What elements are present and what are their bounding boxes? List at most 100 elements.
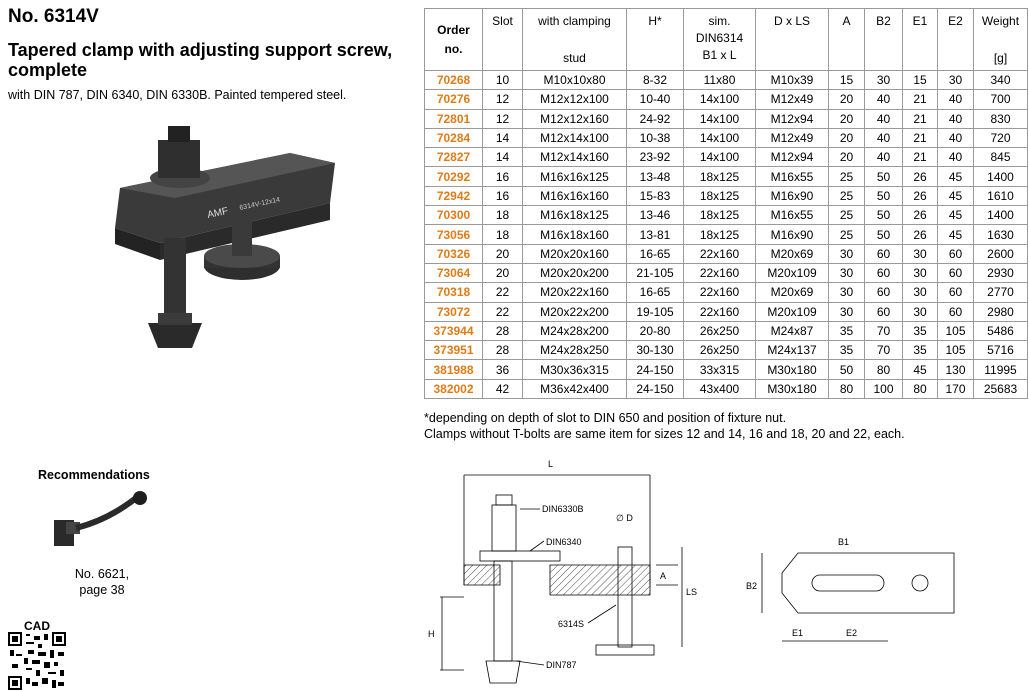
cell-b2: 40 bbox=[864, 127, 903, 149]
cell-order-no[interactable]: 382002 bbox=[424, 378, 483, 400]
cell-d-ls: M24x87 bbox=[755, 320, 829, 342]
cell-d-ls: M16x55 bbox=[755, 166, 829, 187]
cell-order-no[interactable]: 381988 bbox=[424, 359, 483, 380]
cell-b2: 50 bbox=[864, 185, 903, 207]
recommendation-ref-line1: No. 6621, bbox=[74, 567, 130, 581]
cell-e1: 80 bbox=[902, 378, 938, 400]
cell-order-no[interactable]: 70284 bbox=[424, 127, 483, 149]
cell-e2: 40 bbox=[937, 147, 974, 168]
cell-order-no[interactable]: 70268 bbox=[424, 69, 483, 91]
cell-d-ls: M20x69 bbox=[755, 243, 829, 264]
cell-e2: 105 bbox=[937, 340, 974, 361]
cad-label: CAD bbox=[24, 619, 50, 633]
brand-mark: AMF bbox=[206, 206, 229, 221]
cell-order-no[interactable]: 70300 bbox=[424, 205, 483, 226]
cell-order-no[interactable]: 373944 bbox=[424, 320, 483, 342]
dim-D: ∅ D bbox=[616, 513, 633, 523]
cell-slot: 28 bbox=[482, 340, 523, 361]
dim-E1: E1 bbox=[792, 628, 803, 638]
cell-order-no[interactable]: 72801 bbox=[424, 108, 483, 129]
cell-sim-din6314: 14x100 bbox=[683, 127, 756, 149]
cell-h: 21-105 bbox=[626, 262, 684, 284]
cell-clamping-stud: M20x22x200 bbox=[522, 301, 627, 322]
cell-e2: 60 bbox=[937, 282, 974, 303]
recommendation-reference[interactable]: No. 6621, page 38 bbox=[62, 566, 142, 598]
cell-order-no[interactable]: 70276 bbox=[424, 89, 483, 110]
cell-d-ls: M16x55 bbox=[755, 205, 829, 226]
cell-a: 20 bbox=[828, 147, 865, 168]
cell-weight: 700 bbox=[973, 89, 1028, 110]
recommendation-photo[interactable] bbox=[48, 490, 158, 560]
cell-d-ls: M12x94 bbox=[755, 108, 829, 129]
cell-order-no[interactable]: 70292 bbox=[424, 166, 483, 187]
footnote-line-1: *depending on depth of slot to DIN 650 a… bbox=[424, 411, 787, 425]
cell-order-no[interactable]: 70326 bbox=[424, 243, 483, 264]
cell-e1: 21 bbox=[902, 108, 938, 129]
footnote-line-2: Clamps without T-bolts are same item for… bbox=[424, 427, 905, 441]
cell-e2: 170 bbox=[937, 378, 974, 400]
dim-LS: LS bbox=[686, 587, 697, 597]
cell-a: 30 bbox=[828, 301, 865, 322]
cell-sim-din6314: 18x125 bbox=[683, 205, 756, 226]
cell-sim-din6314: 22x160 bbox=[683, 243, 756, 264]
cell-a: 25 bbox=[828, 205, 865, 226]
qr-code-icon[interactable] bbox=[8, 632, 66, 690]
cell-e2: 30 bbox=[937, 69, 974, 91]
cell-slot: 14 bbox=[482, 127, 523, 149]
cell-order-no[interactable]: 73056 bbox=[424, 224, 483, 245]
cell-e1: 21 bbox=[902, 127, 938, 149]
cell-h: 10-38 bbox=[626, 127, 684, 149]
cell-b2: 40 bbox=[864, 108, 903, 129]
col-header-b2: B2 bbox=[864, 8, 903, 71]
cell-h: 8-32 bbox=[626, 69, 684, 91]
cell-h: 24-150 bbox=[626, 378, 684, 400]
cell-e1: 30 bbox=[902, 243, 938, 264]
cell-e2: 45 bbox=[937, 185, 974, 207]
cell-h: 15-83 bbox=[626, 185, 684, 207]
cell-h: 23-92 bbox=[626, 147, 684, 168]
label-din6330b: DIN6330B bbox=[542, 504, 584, 514]
cell-order-no[interactable]: 70318 bbox=[424, 282, 483, 303]
cell-e1: 26 bbox=[902, 205, 938, 226]
cell-order-no[interactable]: 373951 bbox=[424, 340, 483, 361]
cell-weight: 2980 bbox=[973, 301, 1028, 322]
product-title: Tapered clamp with adjusting support scr… bbox=[8, 40, 393, 80]
cell-e2: 40 bbox=[937, 89, 974, 110]
cell-e1: 30 bbox=[902, 262, 938, 284]
label-6314s: 6314S bbox=[558, 619, 584, 629]
col-header-slot: Slot bbox=[482, 8, 523, 71]
cell-weight: 5486 bbox=[973, 320, 1028, 342]
cell-a: 30 bbox=[828, 243, 865, 264]
cell-a: 35 bbox=[828, 340, 865, 361]
cell-b2: 40 bbox=[864, 89, 903, 110]
cell-e1: 35 bbox=[902, 320, 938, 342]
cell-order-no[interactable]: 72827 bbox=[424, 147, 483, 168]
cell-clamping-stud: M36x42x400 bbox=[522, 378, 627, 400]
cell-h: 13-48 bbox=[626, 166, 684, 187]
cell-slot: 22 bbox=[482, 301, 523, 322]
cell-sim-din6314: 22x160 bbox=[683, 262, 756, 284]
cell-a: 30 bbox=[828, 262, 865, 284]
cell-sim-din6314: 18x125 bbox=[683, 185, 756, 207]
cell-h: 13-46 bbox=[626, 205, 684, 226]
cell-d-ls: M20x109 bbox=[755, 301, 829, 322]
col-header-dls: D x LS bbox=[755, 8, 829, 71]
cell-order-no[interactable]: 73064 bbox=[424, 262, 483, 284]
col-header-h: H* bbox=[626, 8, 684, 71]
cell-order-no[interactable]: 72942 bbox=[424, 185, 483, 207]
cell-clamping-stud: M12x12x100 bbox=[522, 89, 627, 110]
cell-sim-din6314: 18x125 bbox=[683, 166, 756, 187]
cell-clamping-stud: M20x20x200 bbox=[522, 262, 627, 284]
cell-order-no[interactable]: 73072 bbox=[424, 301, 483, 322]
cell-d-ls: M16x90 bbox=[755, 224, 829, 245]
cell-a: 30 bbox=[828, 282, 865, 303]
cell-clamping-stud: M16x16x160 bbox=[522, 185, 627, 207]
